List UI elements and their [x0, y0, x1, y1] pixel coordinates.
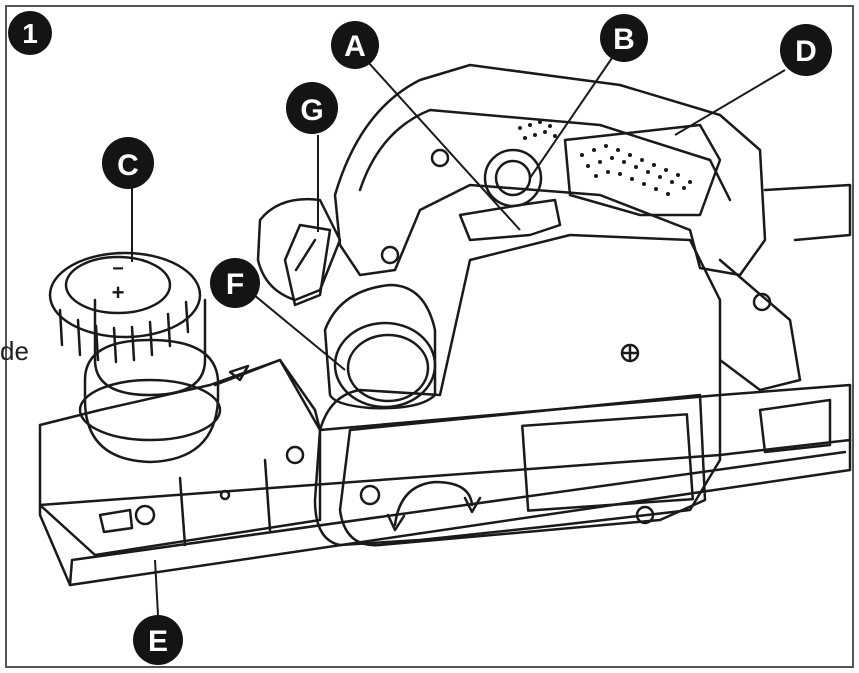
motor-label-panel — [521, 413, 695, 512]
leader-f — [247, 289, 346, 371]
switch-trigger — [458, 198, 562, 242]
side-screw-1 — [359, 484, 381, 506]
base-hole — [219, 489, 231, 501]
callout-a: A — [331, 21, 379, 69]
main-handle — [333, 63, 767, 277]
figure-number-badge: 1 — [8, 11, 52, 55]
leader-b — [529, 57, 613, 179]
base-screw — [134, 504, 156, 526]
leader-a — [367, 61, 521, 231]
handle-screw-3 — [752, 292, 772, 312]
handle-vent-dots — [518, 120, 692, 196]
rotation-arrow-icon — [393, 480, 482, 527]
base-rear-slot — [758, 398, 832, 454]
handle-inner-line — [358, 108, 732, 202]
side-screw-4-cross — [622, 345, 638, 361]
side-lever — [283, 223, 332, 307]
front-shoe — [213, 358, 322, 432]
motor-side-cover — [338, 393, 707, 547]
lock-off-button-outer — [483, 148, 543, 208]
lock-off-button-inner — [494, 159, 532, 197]
callout-f-letter: F — [226, 268, 244, 301]
depth-knob-top — [48, 251, 202, 339]
callout-d-letter: D — [795, 35, 817, 68]
handle-screw-2 — [380, 245, 400, 265]
figure-number: 1 — [22, 18, 38, 49]
callout-b: B — [600, 14, 648, 62]
side-lever-slot — [294, 238, 317, 272]
knob-minus-symbol: − — [112, 258, 124, 280]
depth-knob-scale-ring — [78, 378, 222, 442]
base-plate-edge — [68, 450, 847, 587]
base-rib-2 — [263, 458, 272, 532]
base-front-slot — [98, 508, 134, 534]
rotation-arrow-head-icon — [386, 513, 406, 532]
knob-plus-symbol: + — [112, 280, 125, 305]
stray-text: de — [0, 336, 29, 366]
callout-f: F — [210, 258, 260, 308]
callout-g-letter: G — [300, 94, 323, 127]
handle-screw-1 — [430, 148, 450, 168]
callout-b-letter: B — [613, 23, 635, 56]
leader-e — [154, 559, 159, 616]
side-screw-4 — [620, 343, 640, 363]
side-screw-3 — [635, 505, 655, 525]
rear-housing — [718, 258, 802, 392]
figure-border — [5, 5, 854, 668]
depth-knob-grip-ridges — [58, 300, 190, 364]
depth-knob-cap — [64, 255, 172, 315]
depth-knob-collar — [83, 338, 220, 464]
leader-d — [674, 69, 786, 136]
side-screw-2 — [285, 445, 305, 465]
handle-grip-contour — [563, 123, 722, 217]
base-rib-1 — [178, 476, 187, 547]
front-handle — [256, 198, 342, 302]
chip-port-inner — [346, 333, 430, 403]
callout-g: G — [286, 82, 338, 134]
callout-c: C — [102, 137, 154, 189]
callout-e-letter: E — [148, 625, 168, 658]
callout-a-letter: A — [344, 30, 366, 63]
chip-port-tube — [323, 283, 437, 410]
callout-c-letter: C — [117, 149, 139, 182]
chip-port-opening — [333, 321, 437, 409]
rear-cord-guard — [763, 183, 852, 242]
depth-knob-body — [93, 298, 207, 397]
callout-e: E — [133, 615, 183, 665]
callout-d: D — [780, 24, 832, 76]
